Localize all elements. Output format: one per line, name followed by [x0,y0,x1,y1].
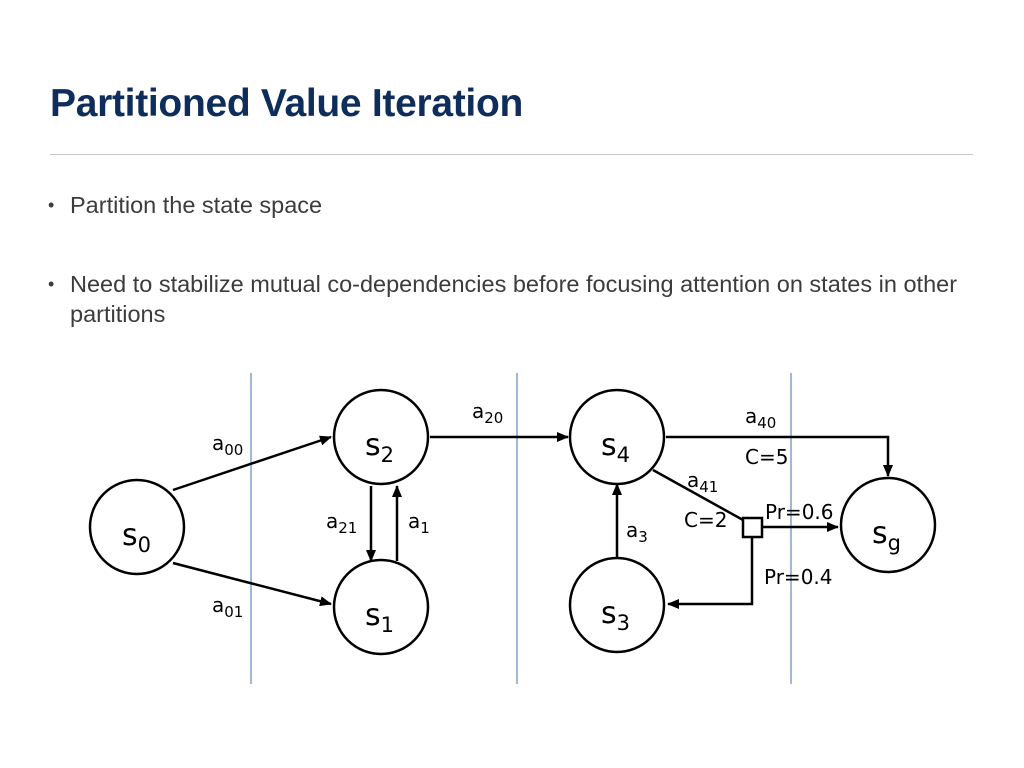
title-divider [50,154,973,155]
bullet-item: • Need to stabilize mutual co-dependenci… [46,269,976,329]
edge-s0-s1 [172,561,332,607]
bullet-item: • Partition the state space [46,190,976,220]
action-label: a3 [626,518,648,546]
action-label: a41 [687,468,718,496]
bullet-text: Need to stabilize mutual co-dependencies… [70,271,958,327]
edge-s0-s2 [172,435,332,492]
probability-label: Pr=0.6 [765,500,834,524]
edge-s4-chance [652,468,744,522]
state-label: s0 [122,518,151,557]
state-node-s4: s4 [568,388,666,486]
bullet-marker: • [48,274,55,294]
state-label: s4 [601,428,630,467]
bullet-marker: • [48,195,55,215]
cost-label: C=5 [745,445,788,469]
chance-node [741,516,764,539]
action-label: a21 [326,509,357,537]
action-label: a40 [745,404,776,432]
bullet-text: Partition the state space [70,192,323,218]
state-node-s1: s1 [332,558,430,656]
edge-s4-sg [666,435,893,477]
edge-chance-s3 [667,537,754,609]
state-label: s1 [365,598,394,637]
state-node-sg: sg [839,476,937,574]
action-label: a01 [212,593,243,621]
state-label: sg [872,516,901,555]
state-label: s2 [365,428,394,467]
action-label: a1 [408,509,430,537]
cost-label: C=2 [684,508,727,532]
probability-label: Pr=0.4 [764,565,833,589]
state-label: s3 [601,596,630,635]
action-label: a00 [212,431,243,459]
bullet-list: • Partition the state space • Need to st… [46,190,976,329]
slide-title: Partitioned Value Iteration [50,82,524,125]
state-node-s0: s0 [88,478,186,576]
action-label: a20 [472,399,503,427]
state-node-s3: s3 [568,556,666,654]
state-node-s2: s2 [332,388,430,486]
